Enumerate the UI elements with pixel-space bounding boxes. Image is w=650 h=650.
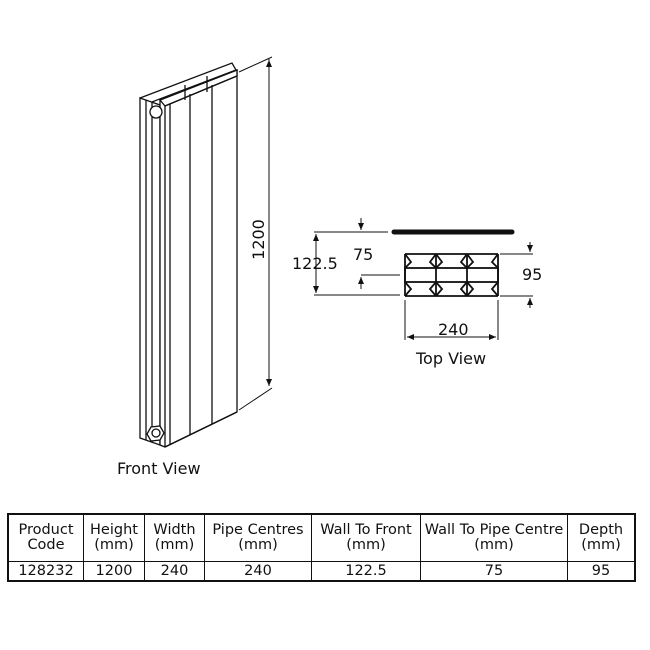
depth-dim: 95 <box>522 265 543 284</box>
header-line-2: Code <box>27 537 65 553</box>
wall-to-pipe-dim: 75 <box>353 245 374 264</box>
header-line-2: (mm) <box>346 537 386 553</box>
front-view-label: Front View <box>117 459 201 478</box>
header-cell: Wall To Pipe Centre(mm) <box>420 513 568 562</box>
wall-to-pipe-centre-cell: 75 <box>420 561 568 582</box>
header-line-1: Width <box>153 522 196 538</box>
wall-to-front-cell: 122.5 <box>311 561 421 582</box>
height-dim-label: 1200 <box>248 219 268 260</box>
top-view-radiator <box>391 229 515 297</box>
width-dim: 240 <box>438 320 469 339</box>
width-cell: 240 <box>144 561 205 582</box>
header-cell: Width(mm) <box>144 513 205 562</box>
header-line-2: (mm) <box>94 537 134 553</box>
header-line-1: Height <box>90 522 138 538</box>
header-line-1: Pipe Centres <box>212 522 304 538</box>
header-line-2: (mm) <box>474 537 514 553</box>
top-view-label: Top View <box>416 349 487 368</box>
height-dimension <box>238 56 273 411</box>
header-line-2: (mm) <box>238 537 278 553</box>
depth-cell: 95 <box>567 561 636 582</box>
header-line-2: (mm) <box>154 537 195 553</box>
height-cell: 1200 <box>83 561 145 582</box>
product-code-cell: 128232 <box>7 561 84 582</box>
wall-to-front-dim: 122.5 <box>292 254 338 273</box>
top-view-dimensions <box>313 218 533 340</box>
header-cell: Wall To Front(mm) <box>311 513 421 562</box>
front-view-radiator <box>139 62 238 448</box>
header-line-1: Wall To Pipe Centre <box>424 522 564 538</box>
header-line-1: Wall To Front <box>320 522 412 538</box>
header-line-1: Product <box>18 522 74 538</box>
header-cell: Depth(mm) <box>567 513 636 562</box>
header-cell: Pipe Centres(mm) <box>204 513 312 562</box>
pipe-centres-cell: 240 <box>204 561 312 582</box>
table-row: 128232 1200 240 240 122.5 75 95 <box>7 561 636 582</box>
header-line-2: (mm) <box>581 537 621 553</box>
header-cell: Height(mm) <box>83 513 145 562</box>
header-line-1: Depth <box>578 522 624 538</box>
